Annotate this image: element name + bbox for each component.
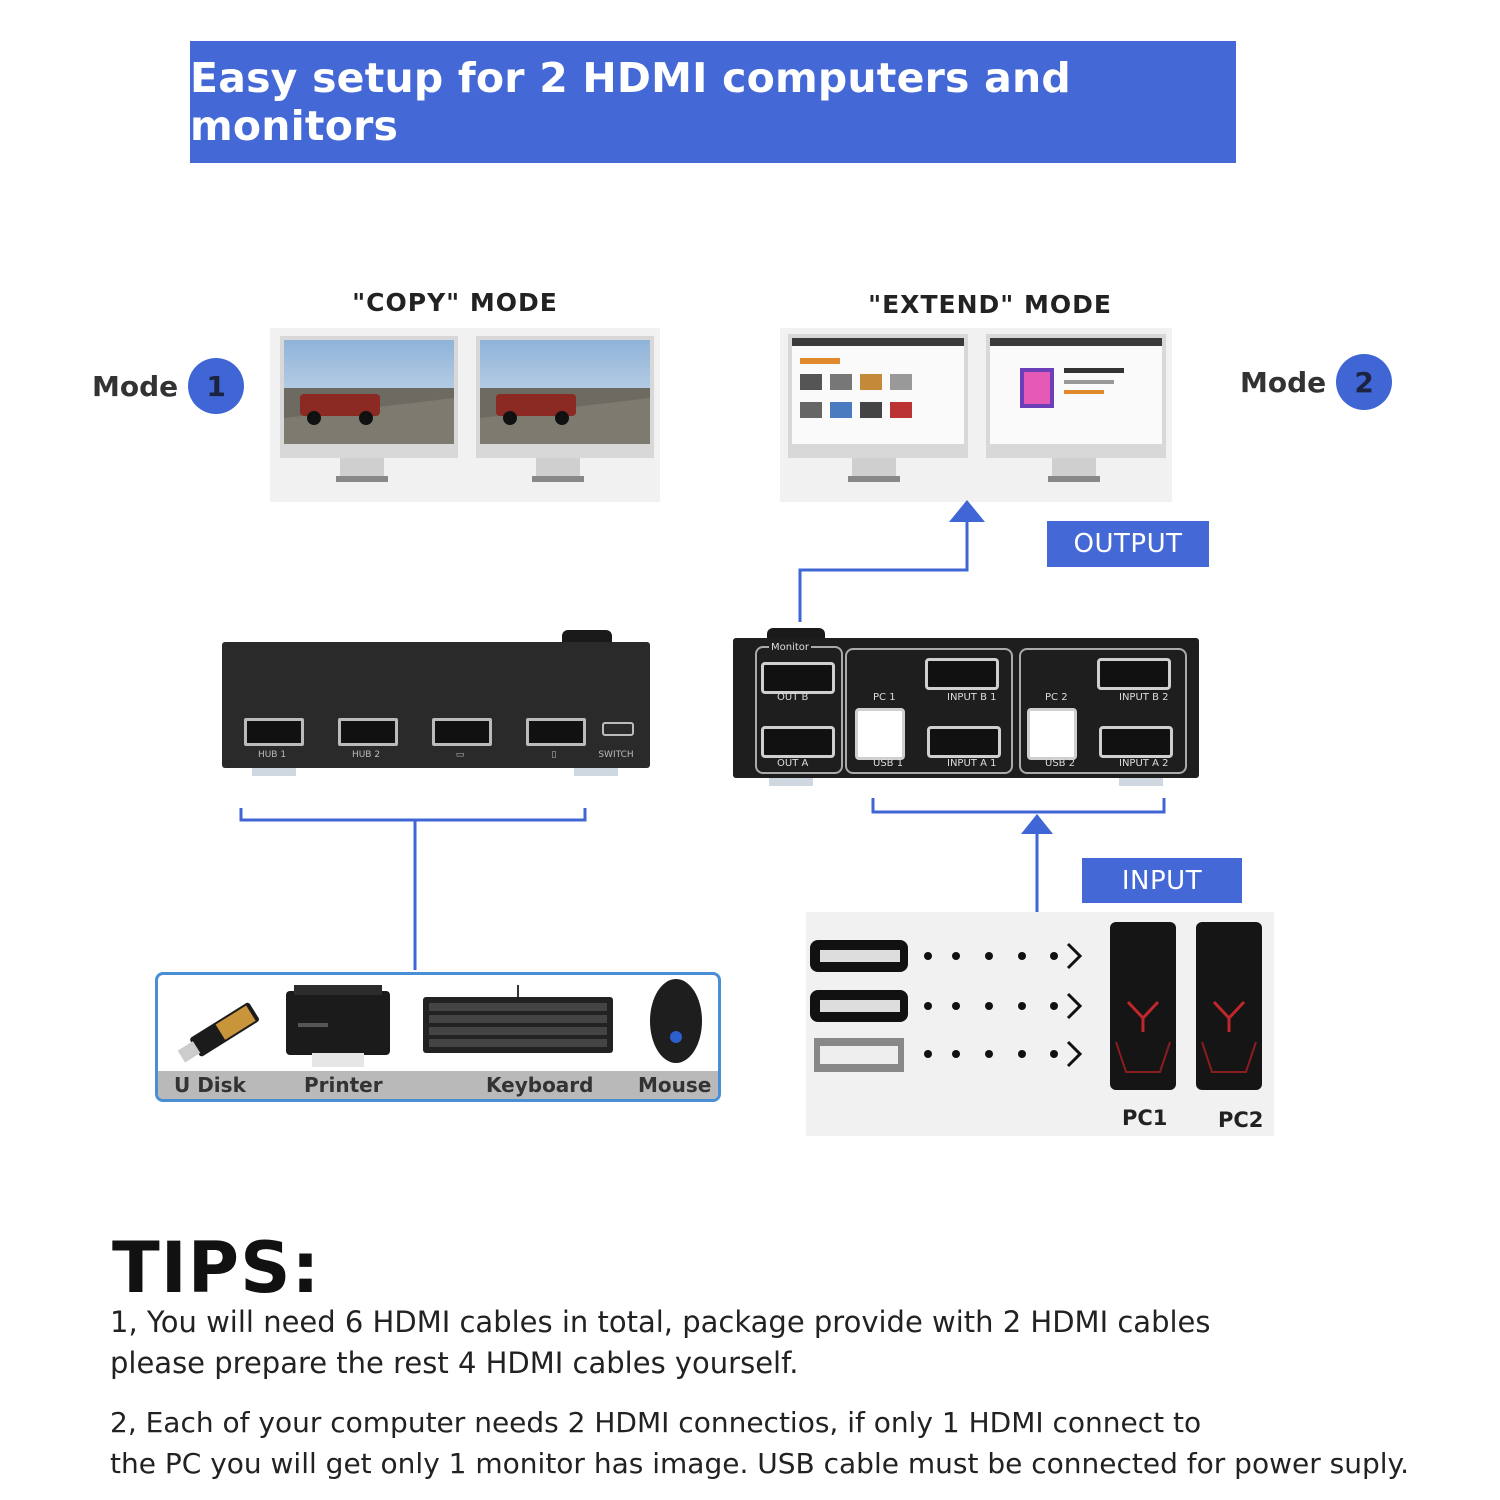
peripheral-label-mouse: Mouse [638,1073,712,1097]
hub1-label: HUB 1 [257,750,287,760]
mode-2-badge: 2 [1336,354,1393,410]
micro-usb-port [602,722,634,736]
hub2-label: HUB 2 [351,750,381,760]
computers-illustration [810,922,1262,1090]
tip-1: 1, You will need 6 HDMI cables in total,… [110,1302,1500,1384]
monitor-right-icon [986,334,1166,482]
pc1-input-group [845,648,1013,774]
out-b-label: OUT B [777,692,809,703]
monitor-right-icon [476,336,654,482]
hdmi-input-a2-port [1099,726,1173,758]
usb-hub-body: HUB 1 HUB 2 ▭ ▯ SWITCH [222,642,650,768]
chevron-right-icon [1066,992,1083,1020]
monitor-left-icon [280,336,458,482]
pc2-tower-icon [1196,922,1262,1090]
chevron-right-icon [1066,1040,1083,1068]
tip-1-line-1: 1, You will need 6 HDMI cables in total,… [110,1305,1211,1339]
kvm-body: Monitor OUT B OUT A PC 1 INPUT B 1 USB 1… [733,638,1199,778]
switch-label: SWITCH [598,750,634,760]
mouse-port-icon: ▯ [551,750,557,760]
mode-2-label: Mode 2 [1240,354,1393,410]
input-tag: INPUT [1082,858,1242,903]
keyboard-port-icon: ▭ [455,750,465,760]
usb-disk-icon [177,1002,259,1063]
hdmi-input-b2-port [1097,658,1171,690]
usb1-label: USB 1 [873,758,904,769]
hdmi-input-b1-port [925,658,999,690]
monitor-label: Monitor [769,642,812,653]
extend-mode-monitors [780,328,1172,502]
extend-monitors-illustration [788,334,1166,482]
input-arrow-icon [1021,814,1053,834]
input-a1-label: INPUT A 1 [947,758,997,769]
switch-button [562,630,612,644]
usb-port-hub1 [244,718,304,746]
mode-1-label: Mode 1 [92,358,245,414]
usb-b-port-2 [1027,708,1077,760]
peripherals-panel: U Disk Printer Keyboard Mouse [155,972,721,1102]
tips-title: TIPS: [112,1227,321,1309]
device-foot [574,768,618,776]
usb-cable-icon [814,1038,904,1072]
header-banner: Easy setup for 2 HDMI computers and moni… [190,41,1236,163]
usb-port-mouse [526,718,586,746]
chevron-right-icon [1066,942,1083,970]
input-a2-label: INPUT A 2 [1119,758,1169,769]
keyboard-icon [423,985,613,1053]
usb-b-port-1 [855,708,905,760]
mode-1-text: Mode [92,369,179,403]
tip-1-line-2: please prepare the rest 4 HDMI cables yo… [110,1346,799,1380]
hdmi-out-b-port [761,662,835,694]
usb-hub-device: HUB 1 HUB 2 ▭ ▯ SWITCH [222,630,652,778]
pc1-tower-icon [1110,922,1176,1090]
monitor-left-icon [788,334,968,482]
banner-title: Easy setup for 2 HDMI computers and moni… [190,54,1071,150]
computers-panel: PC1 PC2 [806,912,1274,1136]
pc2-name: PC2 [1218,1108,1264,1132]
device-foot [769,778,813,786]
peripheral-label-printer: Printer [304,1073,383,1097]
mode-1-badge: 1 [188,358,245,414]
peripherals-label-bar [158,1071,718,1099]
mouse-icon [650,979,702,1063]
usb-port-hub2 [338,718,398,746]
kvm-switch-device: Monitor OUT B OUT A PC 1 INPUT B 1 USB 1… [733,628,1199,786]
tip-2-line-2: the PC you will get only 1 monitor has i… [110,1447,1409,1480]
usb-port-keyboard [432,718,492,746]
input-b1-label: INPUT B 1 [947,692,997,703]
tip-2-line-1: 2, Each of your computer needs 2 HDMI co… [110,1406,1202,1439]
copy-mode-monitors [270,328,660,502]
hdmi-input-a1-port [927,726,1001,758]
copy-monitors-illustration [280,336,654,482]
pc1-label: PC 1 [873,692,896,703]
output-tag: OUTPUT [1047,521,1209,567]
device-foot [252,768,296,776]
pc1-name: PC1 [1122,1106,1168,1130]
input-b2-label: INPUT B 2 [1119,692,1169,703]
hdmi-out-a-port [761,726,835,758]
extend-mode-title: "EXTEND" MODE [868,290,1112,319]
hdmi-cable-icon [810,990,908,1022]
pc2-input-group [1019,648,1187,774]
out-a-label: OUT A [777,758,809,769]
peripherals-illustration [177,979,702,1067]
printer-icon [286,985,390,1067]
peripheral-label-keyboard: Keyboard [486,1073,594,1097]
output-arrow-icon [949,500,985,522]
mode-2-text: Mode [1240,365,1327,399]
tip-2: 2, Each of your computer needs 2 HDMI co… [110,1402,1500,1484]
peripheral-label-udisk: U Disk [174,1073,246,1097]
pc2-label: PC 2 [1045,692,1068,703]
hdmi-cable-icon [810,940,908,972]
copy-mode-title: "COPY" MODE [352,288,558,317]
device-foot [1119,778,1163,786]
usb2-label: USB 2 [1045,758,1076,769]
